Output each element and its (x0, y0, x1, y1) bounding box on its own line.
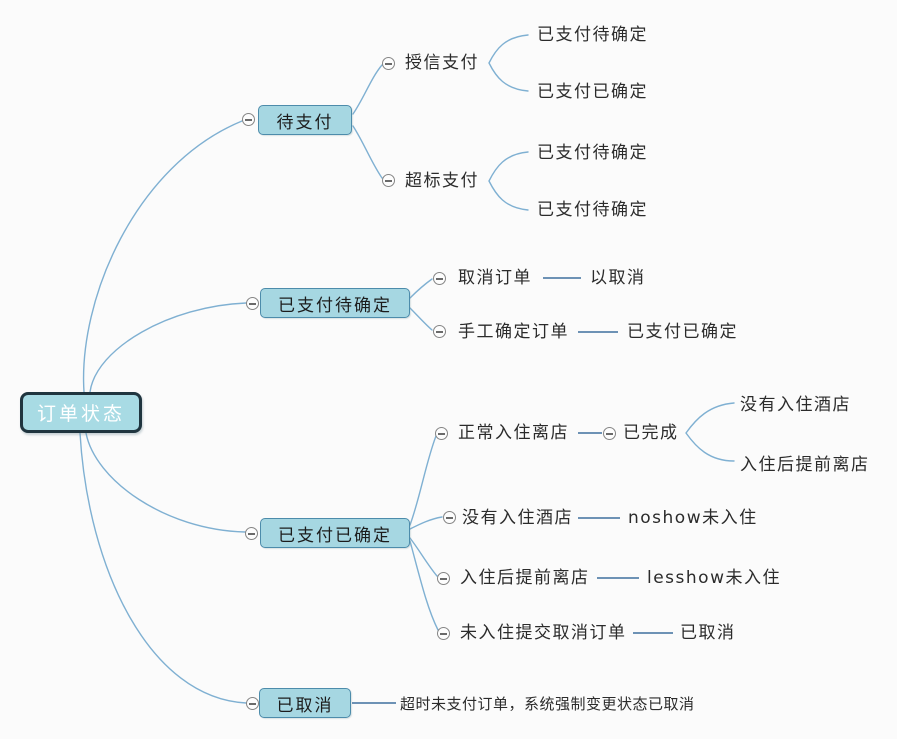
connector-paidpending-manualconfirm (409, 307, 433, 331)
collapse-icon[interactable] (382, 57, 395, 70)
node-credit-payment[interactable]: 授信支付 (405, 53, 479, 73)
leaf-paid-confirmed[interactable]: 已支付已确定 (627, 322, 738, 342)
collapse-icon[interactable] (246, 697, 259, 710)
connector-root-cancelled (79, 432, 247, 704)
connector-paidconfirmed-noshow (409, 516, 443, 530)
connector-completed-brace (685, 402, 735, 462)
collapse-icon[interactable] (245, 527, 258, 540)
node-cancelled[interactable]: 已取消 (259, 688, 351, 718)
collapse-icon[interactable] (437, 627, 450, 640)
node-order-status[interactable]: 订单状态 (20, 392, 142, 433)
collapse-icon[interactable] (433, 272, 446, 285)
leaf-paid-pending-confirm[interactable]: 已支付待确定 (537, 200, 648, 220)
collapse-icon[interactable] (242, 113, 255, 126)
node-cancel-order[interactable]: 取消订单 (458, 268, 532, 288)
leaf-early-checkout-after-checkin[interactable]: 入住后提前离店 (740, 455, 870, 475)
leaf-paid-pending-confirm[interactable]: 已支付待确定 (537, 143, 648, 163)
node-paid-pending-confirm[interactable]: 已支付待确定 (260, 288, 410, 318)
collapse-icon[interactable] (382, 174, 395, 187)
collapse-icon[interactable] (246, 297, 259, 310)
connector-root-paid-confirmed (85, 432, 246, 533)
node-no-checkin-hotel[interactable]: 没有入住酒店 (462, 508, 573, 528)
connector-pending-overstandard (352, 125, 383, 179)
connector-paidconfirmed-earlycheckout (409, 537, 438, 577)
leaf-paid-pending-confirm[interactable]: 已支付待确定 (537, 25, 648, 45)
collapse-icon[interactable] (433, 325, 446, 338)
leaf-cancelled[interactable]: 已取消 (680, 623, 736, 643)
leaf-lesshow-not-checkin[interactable]: lesshow未入住 (647, 568, 781, 588)
node-paid-confirmed[interactable]: 已支付已确定 (260, 518, 410, 548)
connector-credit-brace (488, 34, 529, 92)
leaf-no-checkin-hotel[interactable]: 没有入住酒店 (740, 395, 851, 415)
node-manual-confirm-order[interactable]: 手工确定订单 (458, 322, 569, 342)
leaf-paid-confirmed[interactable]: 已支付已确定 (537, 82, 648, 102)
node-submit-cancel-before-checkin[interactable]: 未入住提交取消订单 (460, 623, 627, 643)
connector-overstandard-brace (488, 151, 529, 211)
node-pending-payment[interactable]: 待支付 (258, 105, 352, 135)
connector-root-pending-payment (82, 120, 243, 393)
collapse-icon[interactable] (437, 572, 450, 585)
node-completed[interactable]: 已完成 (623, 423, 679, 443)
node-normal-checkin-checkout[interactable]: 正常入住离店 (458, 423, 569, 443)
connector-paidpending-cancelorder (409, 278, 433, 299)
connector-paidconfirmed-submitcancel (409, 540, 439, 631)
node-early-checkout[interactable]: 入住后提前离店 (460, 568, 590, 588)
collapse-icon[interactable] (435, 427, 448, 440)
connector-root-paid-pending (89, 302, 247, 393)
node-overstandard-payment[interactable]: 超标支付 (405, 171, 479, 191)
leaf-timeout-force-cancel[interactable]: 超时未支付订单，系统强制变更状态已取消 (400, 695, 695, 713)
collapse-icon[interactable] (443, 511, 456, 524)
leaf-cancelled[interactable]: 以取消 (590, 268, 646, 288)
leaf-noshow-not-checkin[interactable]: noshow未入住 (628, 508, 758, 528)
collapse-icon[interactable] (603, 427, 616, 440)
connector-paidconfirmed-normal (409, 435, 437, 526)
connector-pending-credit (352, 64, 383, 115)
